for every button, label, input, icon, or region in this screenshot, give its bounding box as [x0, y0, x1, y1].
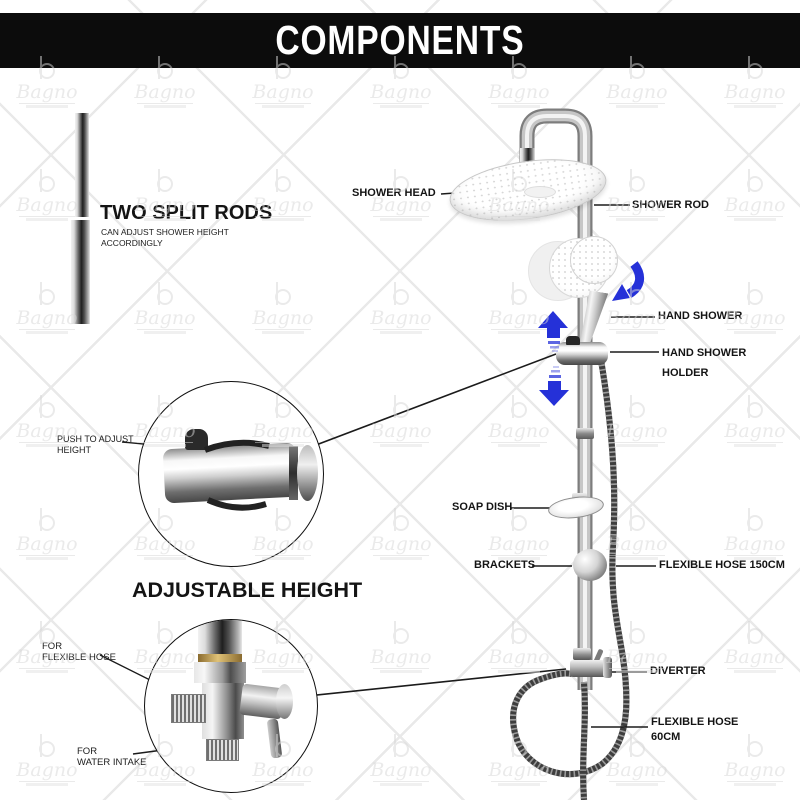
- bracket: [573, 549, 607, 581]
- two-split-rods-heading: TWO SPLIT RODS: [100, 202, 273, 224]
- diverter-knob: [603, 657, 612, 678]
- diverter-pipe: [198, 620, 242, 654]
- note-for-flexible-hose: FOR FLEXIBLE HOSE: [42, 641, 116, 663]
- diverter-handle-lever: [266, 718, 283, 759]
- split-rod-lower: [71, 220, 90, 324]
- note-for-water-intake: FOR WATER INTAKE: [77, 746, 147, 768]
- label-shower-head: SHOWER HEAD: [352, 187, 436, 199]
- label-hand-shower-holder: HAND SHOWER HOLDER: [662, 343, 746, 383]
- holder-ring: [289, 446, 298, 500]
- note-line: FOR: [77, 746, 98, 757]
- hand-shower-plate-front: [570, 236, 618, 284]
- note-line: PUSH TO ADJUST: [57, 434, 134, 444]
- label-brackets: BRACKETS: [474, 559, 536, 571]
- label-line: FLEXIBLE HOSE: [651, 716, 739, 728]
- diverter-collar-detail: [194, 662, 246, 683]
- label-soap-dish: SOAP DISH: [452, 501, 513, 513]
- note-push-to-adjust: PUSH TO ADJUST HEIGHT: [57, 434, 134, 456]
- split-rod-upper: [75, 113, 89, 217]
- adjustable-height-title: ADJUSTABLE HEIGHT: [132, 578, 363, 602]
- diverter-body: [202, 683, 244, 739]
- note-line: FOR: [42, 641, 63, 652]
- water-intake-outlet: [206, 739, 239, 761]
- label-flexible-hose-150: FLEXIBLE HOSE 150CM: [659, 559, 785, 571]
- diverter-arm-cap: [276, 684, 293, 719]
- rod-joint: [576, 428, 594, 439]
- label-shower-rod: SHOWER ROD: [632, 199, 709, 211]
- label-diverter: DIVERTER: [650, 665, 706, 677]
- label-flexible-hose-60: FLEXIBLE HOSE 60CM: [651, 715, 738, 745]
- diverter-collar: [573, 648, 591, 660]
- label-hand-shower: HAND SHOWER: [658, 310, 743, 322]
- holder-clamp-arcs: [203, 439, 270, 511]
- note-line: FLEXIBLE HOSE: [42, 652, 116, 663]
- holder-adjust-button: [566, 336, 580, 345]
- flexible-hose-outlet: [171, 694, 206, 723]
- diverter-detail-circle: [144, 619, 318, 793]
- holder-detail-circle: [138, 381, 324, 567]
- note-line: HEIGHT: [57, 445, 92, 455]
- label-line: HAND SHOWER: [662, 347, 747, 359]
- hand-shower-holder: [556, 342, 608, 365]
- title-banner: COMPONENTS: [0, 13, 800, 68]
- push-button: [185, 429, 208, 450]
- shower-head-center-cap: [524, 186, 556, 198]
- diverter-brass-ring: [198, 654, 242, 662]
- page-title: COMPONENTS: [275, 17, 525, 63]
- description-line: CAN ADJUST SHOWER HEIGHT: [101, 227, 229, 237]
- label-line: HOLDER: [662, 367, 709, 379]
- note-line: WATER INTAKE: [77, 757, 147, 768]
- label-line: 60CM: [651, 731, 681, 743]
- description-line: ACCORDINGLY: [101, 238, 163, 248]
- two-split-rods-description: CAN ADJUST SHOWER HEIGHT ACCORDINGLY: [101, 227, 229, 249]
